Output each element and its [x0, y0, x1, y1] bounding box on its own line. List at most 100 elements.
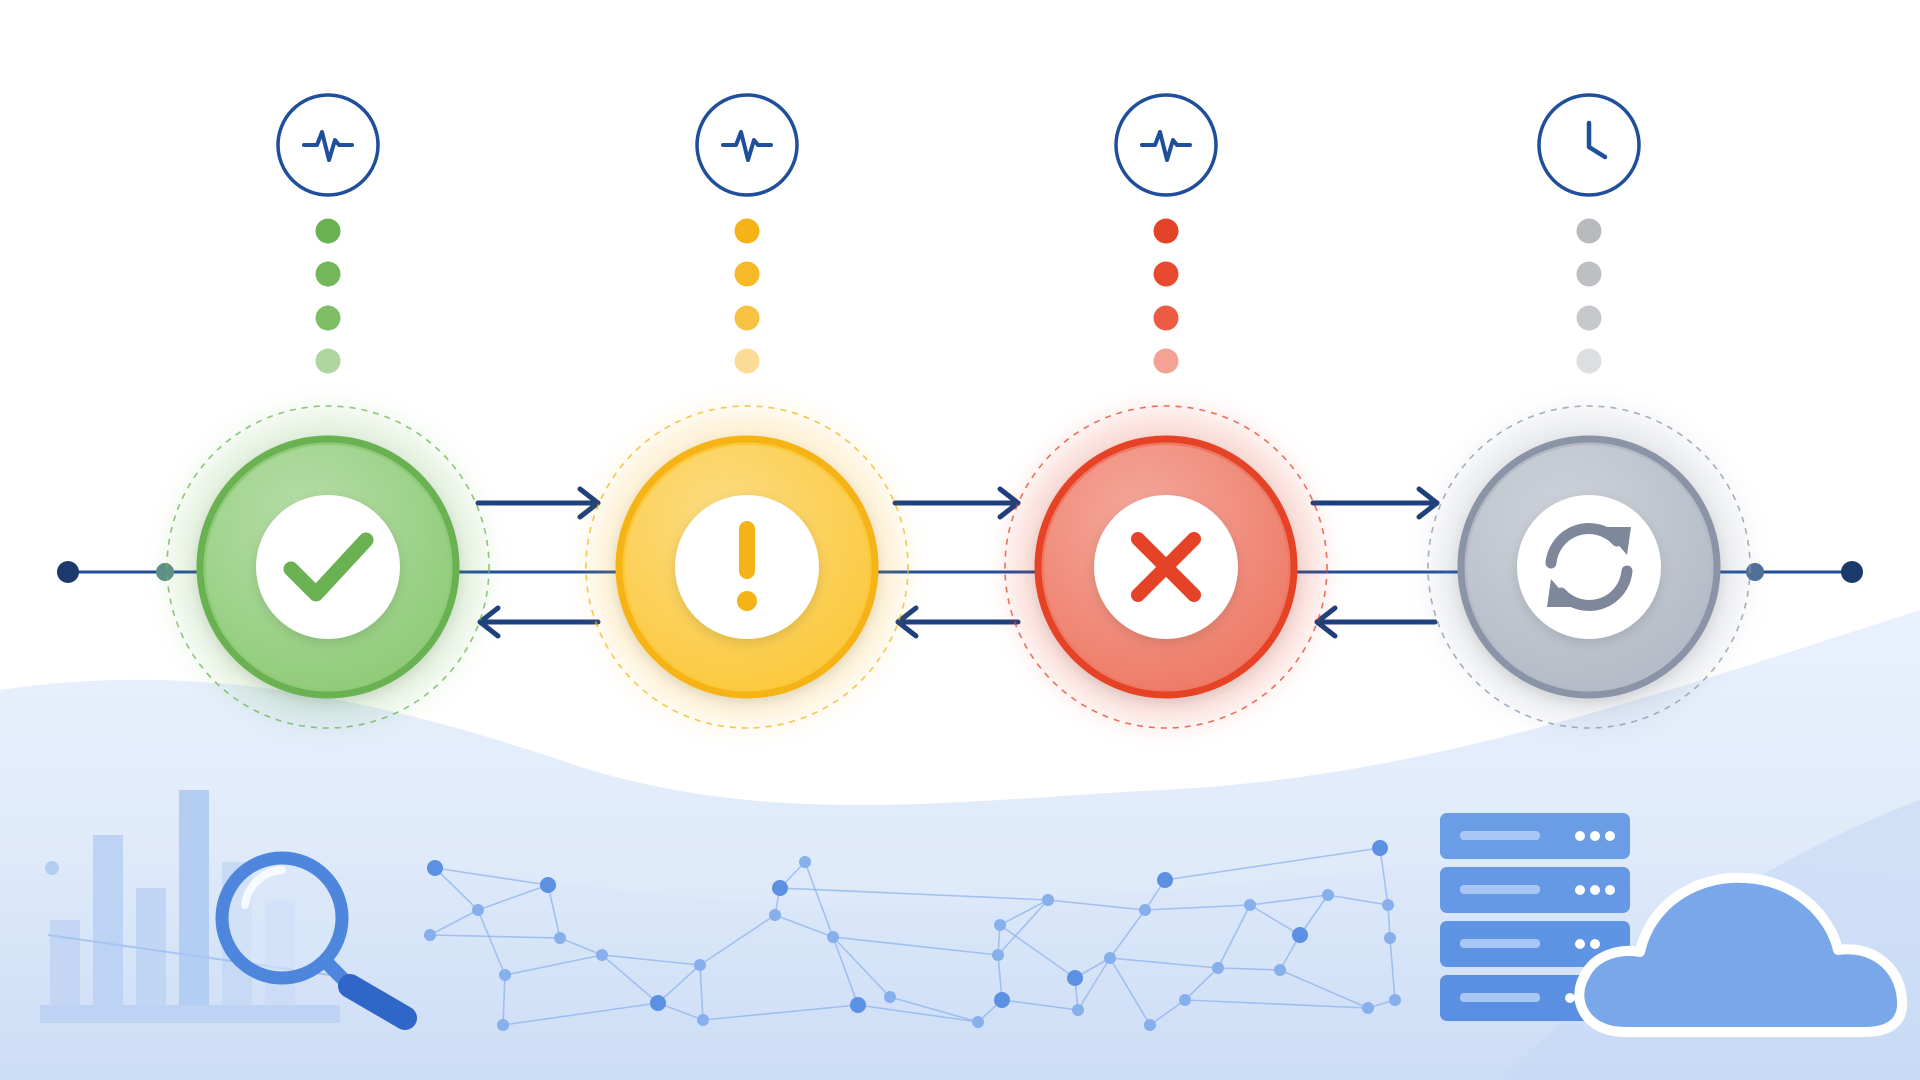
- arrow-warning-to-healthy: [477, 605, 601, 639]
- signal-dot: [1153, 261, 1179, 287]
- network-node: [1104, 952, 1116, 964]
- transition-arrows: [475, 486, 1440, 639]
- dashed-halo: [1427, 405, 1751, 729]
- network-link: [429, 934, 561, 939]
- network-node: [554, 932, 566, 944]
- state-recovering: [1427, 93, 1751, 729]
- network-link: [1279, 969, 1369, 1009]
- network-link: [1109, 909, 1146, 959]
- network-link: [434, 867, 479, 911]
- network-link: [1389, 937, 1396, 1001]
- cloud-icon: [1574, 872, 1908, 1037]
- network-link: [1379, 847, 1389, 906]
- network-link: [1164, 847, 1381, 881]
- state-healthy: [166, 93, 490, 729]
- signal-dot: [1153, 218, 1179, 244]
- network-link: [857, 1004, 979, 1023]
- network-node: [1292, 927, 1308, 943]
- network-node: [1322, 889, 1334, 901]
- network-link: [832, 936, 859, 1006]
- network-node: [596, 949, 608, 961]
- network-node: [1042, 894, 1054, 906]
- network-link: [699, 964, 704, 1021]
- network-link: [504, 954, 603, 976]
- timeline-start-dot: [57, 561, 79, 583]
- dashed-halo: [166, 405, 490, 729]
- network-mesh: [424, 840, 1401, 1031]
- network-node: [694, 959, 706, 971]
- signal-dot: [1153, 348, 1179, 374]
- arrow-warning-to-error: [892, 486, 1021, 520]
- network-node: [1157, 872, 1173, 888]
- signal-dot: [734, 218, 760, 244]
- network-link: [774, 914, 834, 938]
- network-link: [1184, 967, 1219, 1001]
- network-link: [477, 884, 549, 911]
- network-link: [1299, 894, 1329, 936]
- network-link: [1109, 957, 1219, 969]
- network-link: [657, 964, 701, 1004]
- arrow-error-to-warning: [895, 605, 1021, 639]
- network-link: [1217, 904, 1251, 969]
- network-link: [699, 914, 776, 966]
- network-node: [1382, 899, 1394, 911]
- network-link: [997, 899, 1049, 956]
- network-link: [999, 924, 1076, 979]
- network-node: [850, 997, 866, 1013]
- network-node: [1244, 899, 1256, 911]
- symbol-disc: [1517, 495, 1661, 639]
- status-node-healthy[interactable]: [166, 405, 490, 729]
- network-link: [779, 887, 1049, 901]
- network-link: [502, 1002, 659, 1026]
- network-node: [1179, 994, 1191, 1006]
- network-link: [502, 974, 506, 1026]
- network-node: [772, 880, 788, 896]
- network-node: [424, 929, 436, 941]
- network-link: [832, 936, 891, 998]
- status-node-recovering[interactable]: [1427, 405, 1751, 729]
- heartbeat-icon[interactable]: [695, 93, 799, 197]
- network-link: [1184, 999, 1369, 1009]
- signal-dot: [315, 218, 341, 244]
- signal-dot: [1153, 305, 1179, 331]
- signal-dot: [1576, 348, 1602, 374]
- signal-dot: [315, 305, 341, 331]
- network-link: [1109, 957, 1151, 1026]
- network-node: [769, 909, 781, 921]
- clock-icon[interactable]: [1537, 93, 1641, 197]
- heartbeat-icon[interactable]: [276, 93, 380, 197]
- network-node: [697, 1014, 709, 1026]
- state-error: [1004, 93, 1328, 729]
- status-node-error[interactable]: [1004, 405, 1328, 729]
- network-link: [559, 937, 603, 956]
- network-node: [1362, 1002, 1374, 1014]
- signal-dot: [734, 261, 760, 287]
- network-link: [547, 884, 561, 939]
- network-link: [1249, 894, 1329, 906]
- network-node: [994, 919, 1006, 931]
- magnifier-icon: [215, 851, 417, 1030]
- network-node: [884, 991, 896, 1003]
- network-link: [1144, 904, 1251, 911]
- signal-dot: [315, 348, 341, 374]
- network-link: [429, 909, 479, 936]
- network-node: [1372, 840, 1388, 856]
- symbol-disc: [256, 495, 400, 639]
- network-node: [992, 949, 1004, 961]
- network-node: [1274, 964, 1286, 976]
- arrow-error-to-recovering: [1310, 486, 1440, 520]
- heartbeat-icon[interactable]: [1114, 93, 1218, 197]
- x-mark-icon: [1131, 532, 1201, 602]
- timeline-end-dot: [1841, 561, 1863, 583]
- network-link: [1327, 894, 1389, 906]
- signal-dots: [734, 218, 760, 374]
- network-node: [1212, 962, 1224, 974]
- dashed-halo: [1004, 405, 1328, 729]
- arrow-recovering-to-error: [1314, 605, 1438, 639]
- network-link: [999, 899, 1049, 926]
- network-node: [1072, 1004, 1084, 1016]
- status-node-warning[interactable]: [585, 405, 909, 729]
- network-node: [799, 856, 811, 868]
- signal-dots: [315, 218, 341, 374]
